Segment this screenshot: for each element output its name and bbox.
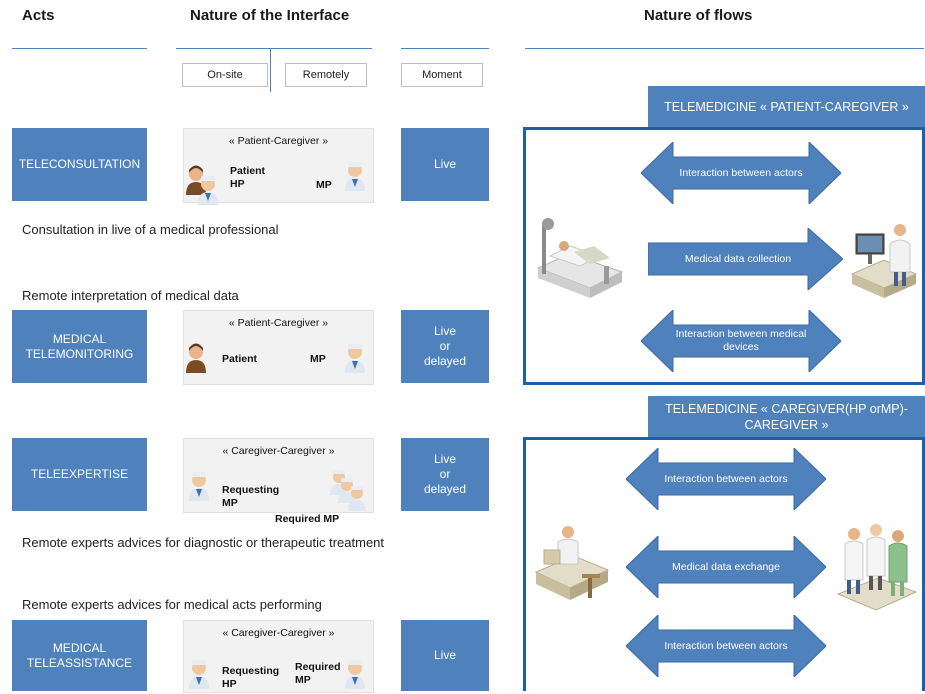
divider-flows — [525, 48, 924, 49]
subheader-remotely: Remotely — [285, 63, 367, 87]
header-flows: Nature of flows — [644, 7, 753, 24]
moment-label: Live or delayed — [423, 452, 467, 496]
arrow-label: Interaction between actors — [664, 472, 788, 485]
right-label: Required MP — [295, 661, 341, 686]
moment-cell: Live — [401, 128, 489, 201]
act-telemonitoring: MEDICAL TELEMONITORING — [12, 310, 147, 383]
arrow-label: Interaction between actors — [664, 639, 788, 652]
doctor-icon — [344, 659, 366, 694]
moment-cell: Live or delayed — [401, 438, 489, 511]
doctors-group-icon — [329, 469, 369, 516]
act-teleassistance: MEDICAL TELEASSISTANCE — [12, 620, 147, 691]
double-arrow-icon — [626, 615, 826, 677]
act-label: TELEEXPERTISE — [30, 467, 129, 481]
interface-title: « Patient-Caregiver » — [228, 135, 329, 147]
divider-acts — [12, 48, 147, 49]
doctor-icon — [344, 343, 366, 378]
act-label: MEDICAL TELEASSISTANCE — [26, 640, 133, 670]
patient-icon — [185, 343, 207, 378]
subheader-moment: Moment — [401, 63, 483, 87]
left-label: Patient HP — [230, 165, 266, 190]
right-label: MP — [316, 179, 332, 191]
subheader-onsite: On-site — [182, 63, 268, 87]
hospital-bed-icon — [536, 218, 624, 298]
patient-icon — [185, 165, 207, 200]
interface-card: « Patient-Caregiver » Patient MP — [183, 310, 374, 385]
moment-label: Live or delayed — [423, 324, 467, 368]
arrow-label: Interaction between medical devices — [675, 328, 807, 353]
interface-card: « Caregiver-Caregiver » Requesting MP Re… — [183, 438, 374, 526]
act-teleexpertise: TELEEXPERTISE — [12, 438, 147, 511]
doctor-icon — [197, 175, 219, 210]
doctor-desk-icon — [534, 526, 610, 600]
act-label: MEDICAL TELEMONITORING — [25, 331, 134, 361]
interface-title: « Caregiver-Caregiver » — [222, 627, 335, 639]
left-label: Requesting HP — [222, 665, 280, 690]
act-description: Remote interpretation of medical data — [22, 288, 239, 303]
doctor-icon — [188, 659, 210, 694]
arrow-label: Medical data exchange — [672, 560, 780, 573]
moment-label: Live — [433, 648, 456, 662]
header-interface: Nature of the Interface — [190, 7, 350, 24]
act-description: Remote experts advices for diagnostic or… — [22, 535, 385, 550]
moment-cell: Live — [401, 620, 489, 691]
interface-title: « Caregiver-Caregiver » — [222, 445, 335, 457]
act-description: Remote experts advices for medical acts … — [22, 597, 322, 612]
moment-label: Live — [433, 157, 456, 171]
act-label: TELECONSULTATION — [18, 157, 141, 171]
arrow-label: Medical data collection — [684, 252, 792, 265]
flow-panel: Interaction between actors Medical data … — [523, 127, 925, 385]
flow-title: TELEMEDICINE « CAREGIVER(HP orMP)- CAREG… — [648, 396, 925, 437]
double-arrow-icon — [641, 142, 841, 204]
flow-title-text: TELEMEDICINE « CAREGIVER(HP orMP)- CAREG… — [665, 401, 908, 432]
interface-card: « Patient-Caregiver » Patient HP MP — [183, 128, 374, 205]
right-label: Required MP — [273, 513, 342, 526]
right-label: MP — [310, 353, 326, 365]
header-acts: Acts — [22, 7, 55, 24]
flow-panel: Interaction between actors Medical data … — [523, 437, 925, 691]
double-arrow-icon — [626, 448, 826, 510]
flow-title-text: TELEMEDICINE « PATIENT-CAREGIVER » — [664, 99, 909, 114]
arrow-label: Interaction between actors — [679, 166, 803, 179]
double-arrow-icon — [626, 536, 826, 598]
doctor-workstation-icon — [850, 224, 918, 298]
left-label: Patient — [222, 353, 258, 365]
divider-vertical — [270, 48, 271, 92]
divider-moment — [401, 48, 489, 49]
doctor-icon — [188, 471, 210, 506]
left-label: Requesting MP — [222, 484, 280, 509]
caregivers-group-icon — [836, 524, 918, 611]
moment-cell: Live or delayed — [401, 310, 489, 383]
divider-interface — [176, 48, 372, 49]
flow-title: TELEMEDICINE « PATIENT-CAREGIVER » — [648, 86, 925, 127]
interface-title: « Patient-Caregiver » — [228, 317, 329, 329]
right-arrow-icon — [648, 228, 843, 290]
doctor-icon — [344, 161, 366, 196]
double-arrow-icon — [641, 310, 841, 372]
act-teleconsultation: TELECONSULTATION — [12, 128, 147, 201]
act-description: Consultation in live of a medical profes… — [22, 222, 279, 237]
interface-card: « Caregiver-Caregiver » Requesting HP Re… — [183, 620, 374, 693]
